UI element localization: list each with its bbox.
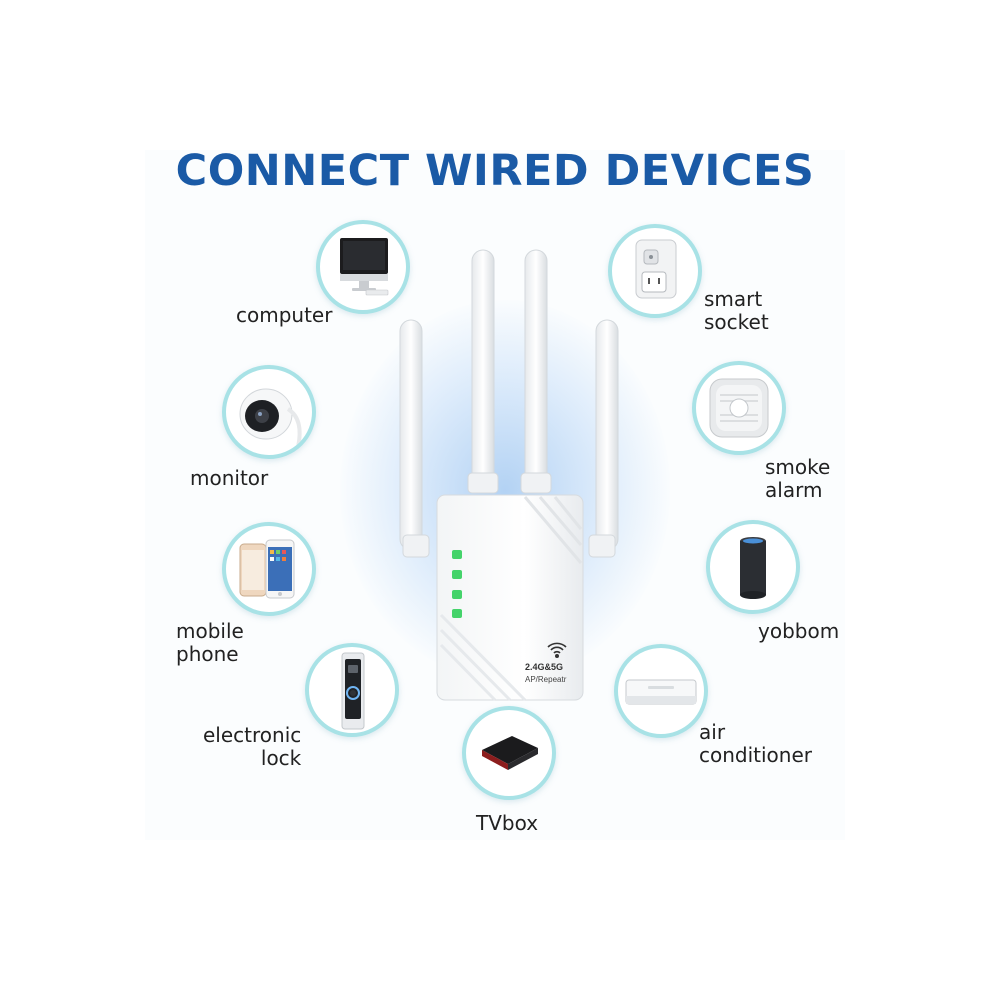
page-title: CONNECT WIRED DEVICES [175,146,815,196]
antenna-left-outer [399,319,430,558]
video-doorbell-icon [305,643,399,737]
antenna-left-inner [467,249,499,494]
mode-label: AP/Repeatr [525,675,567,684]
label-electronic-lock: electronic lock [203,723,302,770]
label-yobbom: yobbom [758,619,840,643]
wifi-icon [547,642,567,659]
label-tvbox: TVbox [476,811,539,835]
label-smoke-alarm: smoke alarm [765,455,831,502]
label-computer: computer [236,303,333,327]
tv-box-icon [462,706,556,800]
air-conditioner-icon [614,644,708,738]
antenna-right-inner [520,249,552,494]
label-mobile-phone: mobile phone [176,619,244,666]
label-smart-socket: smart socket [704,287,769,334]
smartphone-icon [222,522,316,616]
antenna-right-outer [588,319,619,558]
band-label: 2.4G&5G [525,662,563,672]
smoke-detector-icon [692,361,786,455]
label-air-conditioner: air conditioner [699,720,812,767]
smart-plug-icon [608,224,702,318]
security-camera-icon [222,365,316,459]
computer-icon [316,220,410,314]
wifi-router-image: 2.4G&5G AP/Repeatr [399,249,619,702]
label-monitor: monitor [190,466,269,490]
smart-speaker-icon [706,520,800,614]
